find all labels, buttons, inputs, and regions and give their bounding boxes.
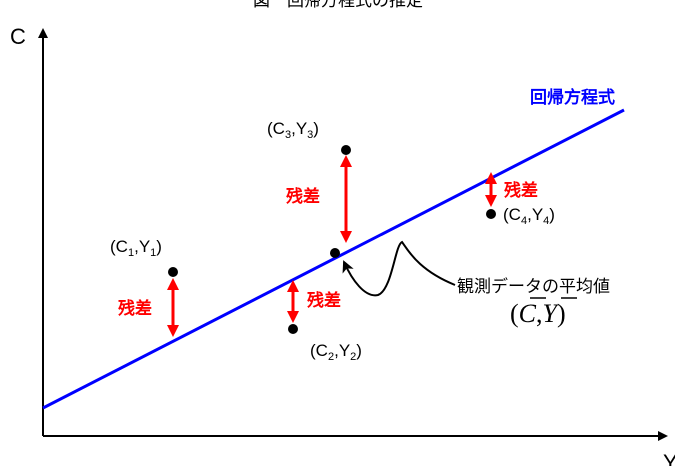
x-axis-label: Y bbox=[663, 450, 675, 466]
residual-label-2: 残差 bbox=[307, 290, 341, 311]
mean-formula-y: Y bbox=[543, 299, 560, 328]
regression-line-label: 回帰方程式 bbox=[530, 87, 615, 108]
data-point-4 bbox=[486, 209, 496, 219]
point-label-2: (C2,Y2) bbox=[310, 341, 362, 363]
data-point-1 bbox=[168, 267, 178, 277]
residual-label-3: 残差 bbox=[286, 186, 320, 207]
point-label-1: (C1,Y1) bbox=[110, 237, 162, 259]
point-label-4: (C4,Y4) bbox=[503, 205, 555, 227]
regression-line bbox=[42, 108, 625, 410]
data-point-2 bbox=[288, 324, 298, 334]
mean-pointer-arrow bbox=[342, 240, 456, 297]
residual-label-4: 残差 bbox=[504, 180, 538, 201]
mean-point bbox=[330, 248, 340, 258]
mean-formula-c: C bbox=[519, 299, 537, 328]
diagram-title: 図 回帰方程式の推定 bbox=[253, 0, 423, 11]
point-label-3: (C3,Y3) bbox=[267, 119, 319, 141]
svg-text:(C,Y): (C,Y) bbox=[510, 299, 566, 328]
residual-label-1: 残差 bbox=[118, 298, 152, 319]
mean-formula: (C,Y) bbox=[510, 297, 577, 328]
mean-label: 観測データの平均値 bbox=[457, 276, 610, 297]
y-axis-label: C bbox=[10, 24, 26, 49]
data-point-3 bbox=[341, 145, 351, 155]
